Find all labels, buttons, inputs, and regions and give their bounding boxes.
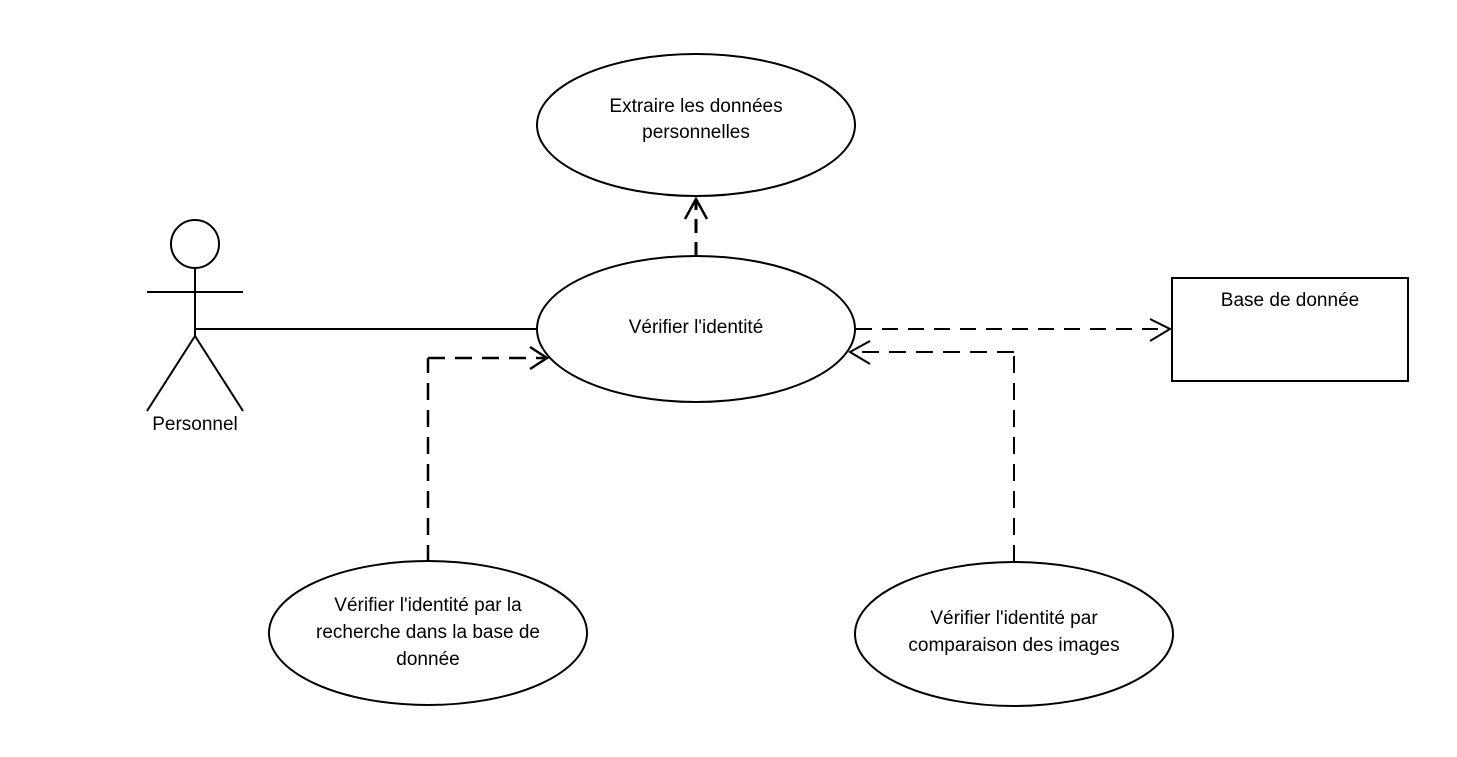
dependency-verify-to-database: [856, 318, 1173, 342]
use-case-search-db-label: Vérifier l'identité par la: [334, 595, 522, 616]
use-case-compare-images-label: Vérifier l'identité par: [930, 608, 1098, 629]
use-case-compare-images-label: comparaison des images: [908, 635, 1119, 656]
use-case-extract: Extraire les données personnelles: [536, 53, 856, 197]
arrowhead-icon: [847, 340, 871, 365]
use-case-ellipse: [536, 255, 856, 403]
actor-left-leg: [146, 335, 196, 412]
actor-head: [170, 219, 220, 269]
actor-right-leg: [194, 335, 244, 412]
use-case-ellipse: [854, 561, 1174, 707]
dependency-compare-to-verify: [847, 340, 1015, 562]
use-case-compare-images: Vérifier l'identité par comparaison des …: [854, 561, 1174, 707]
database-label: Base de donnée: [1221, 290, 1359, 311]
dependency-search-to-verify: [426, 345, 550, 562]
use-case-verify-label: Vérifier l'identité: [629, 317, 764, 338]
arrowhead-icon: [683, 196, 709, 220]
arrowhead-icon: [529, 345, 550, 371]
use-case-verify: Vérifier l'identité: [536, 255, 856, 403]
use-case-search-db: Vérifier l'identité par la recherche dan…: [268, 560, 588, 706]
use-case-search-db-label: donnée: [396, 649, 459, 670]
database-rect: [1171, 277, 1409, 382]
use-case-extract-label: personnelles: [642, 122, 750, 143]
use-case-search-db-label: recherche dans la base de: [316, 622, 540, 643]
use-case-ellipse: [268, 560, 588, 706]
dependency-verify-to-extract: [683, 196, 709, 256]
use-case-extract-label: Extraire les données: [609, 96, 782, 117]
actor-label: Personnel: [152, 414, 238, 435]
database-box: Base de donnée: [1171, 277, 1409, 382]
use-case-ellipse: [536, 53, 856, 197]
actor-personnel: [146, 219, 244, 412]
arrowhead-icon: [1149, 318, 1173, 342]
